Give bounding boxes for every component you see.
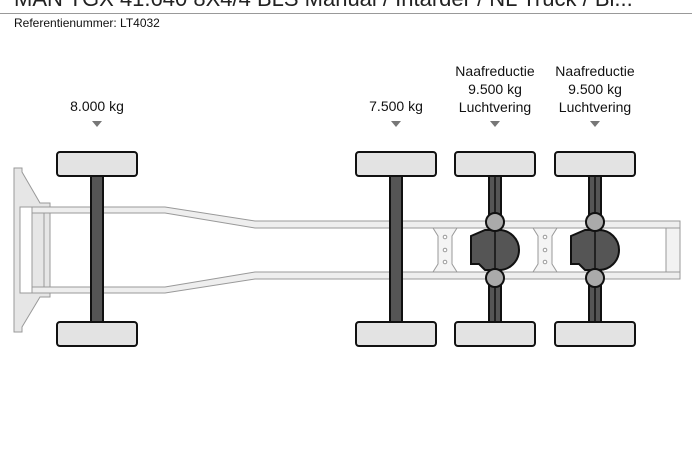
axle-3 — [454, 121, 536, 347]
axle-4 — [554, 121, 636, 347]
air-spring — [485, 212, 505, 232]
axle-1-load: 8.000 kg — [70, 98, 124, 114]
axle-1 — [56, 121, 138, 347]
tyre — [355, 321, 437, 347]
divider — [0, 13, 692, 14]
axle-3-hub: Naafreductie — [455, 63, 535, 79]
axle-4-hub: Naafreductie — [555, 63, 635, 79]
axle-4-suspension: Luchtvering — [558, 99, 632, 115]
tyre — [56, 151, 138, 177]
chassis-frame — [31, 206, 681, 294]
axle-2-load: 7.500 kg — [369, 98, 423, 114]
tyre — [355, 151, 437, 177]
tyre — [554, 151, 636, 177]
tyre — [56, 321, 138, 347]
axle-3-load: 9.500 kg — [468, 81, 522, 97]
air-spring — [585, 212, 605, 232]
reference-number: Referentienummer: LT4032 — [14, 16, 160, 30]
tyre — [454, 151, 536, 177]
arrow-down-icon — [590, 121, 600, 127]
axle-4-load: 9.500 kg — [568, 81, 622, 97]
axle-beam — [90, 175, 104, 323]
bumper — [13, 167, 51, 333]
tyre — [454, 321, 536, 347]
arrow-down-icon — [490, 121, 500, 127]
axle-3-label: Naafreductie 9.500 kg Luchtvering — [435, 62, 555, 116]
axle-3-suspension: Luchtvering — [458, 99, 532, 115]
page-title: MAN TGX 41.640 8X4/4 BLS Manual / Intard… — [14, 0, 633, 12]
tyre — [554, 321, 636, 347]
axle-4-label: Naafreductie 9.500 kg Luchtvering — [535, 62, 655, 116]
axle-2 — [355, 121, 437, 347]
arrow-down-icon — [92, 121, 102, 127]
air-spring — [485, 268, 505, 288]
arrow-down-icon — [391, 121, 401, 127]
air-spring — [585, 268, 605, 288]
axle-2-label: 7.500 kg — [336, 97, 456, 115]
axle-beam — [389, 175, 403, 323]
axle-1-label: 8.000 kg — [37, 97, 157, 115]
